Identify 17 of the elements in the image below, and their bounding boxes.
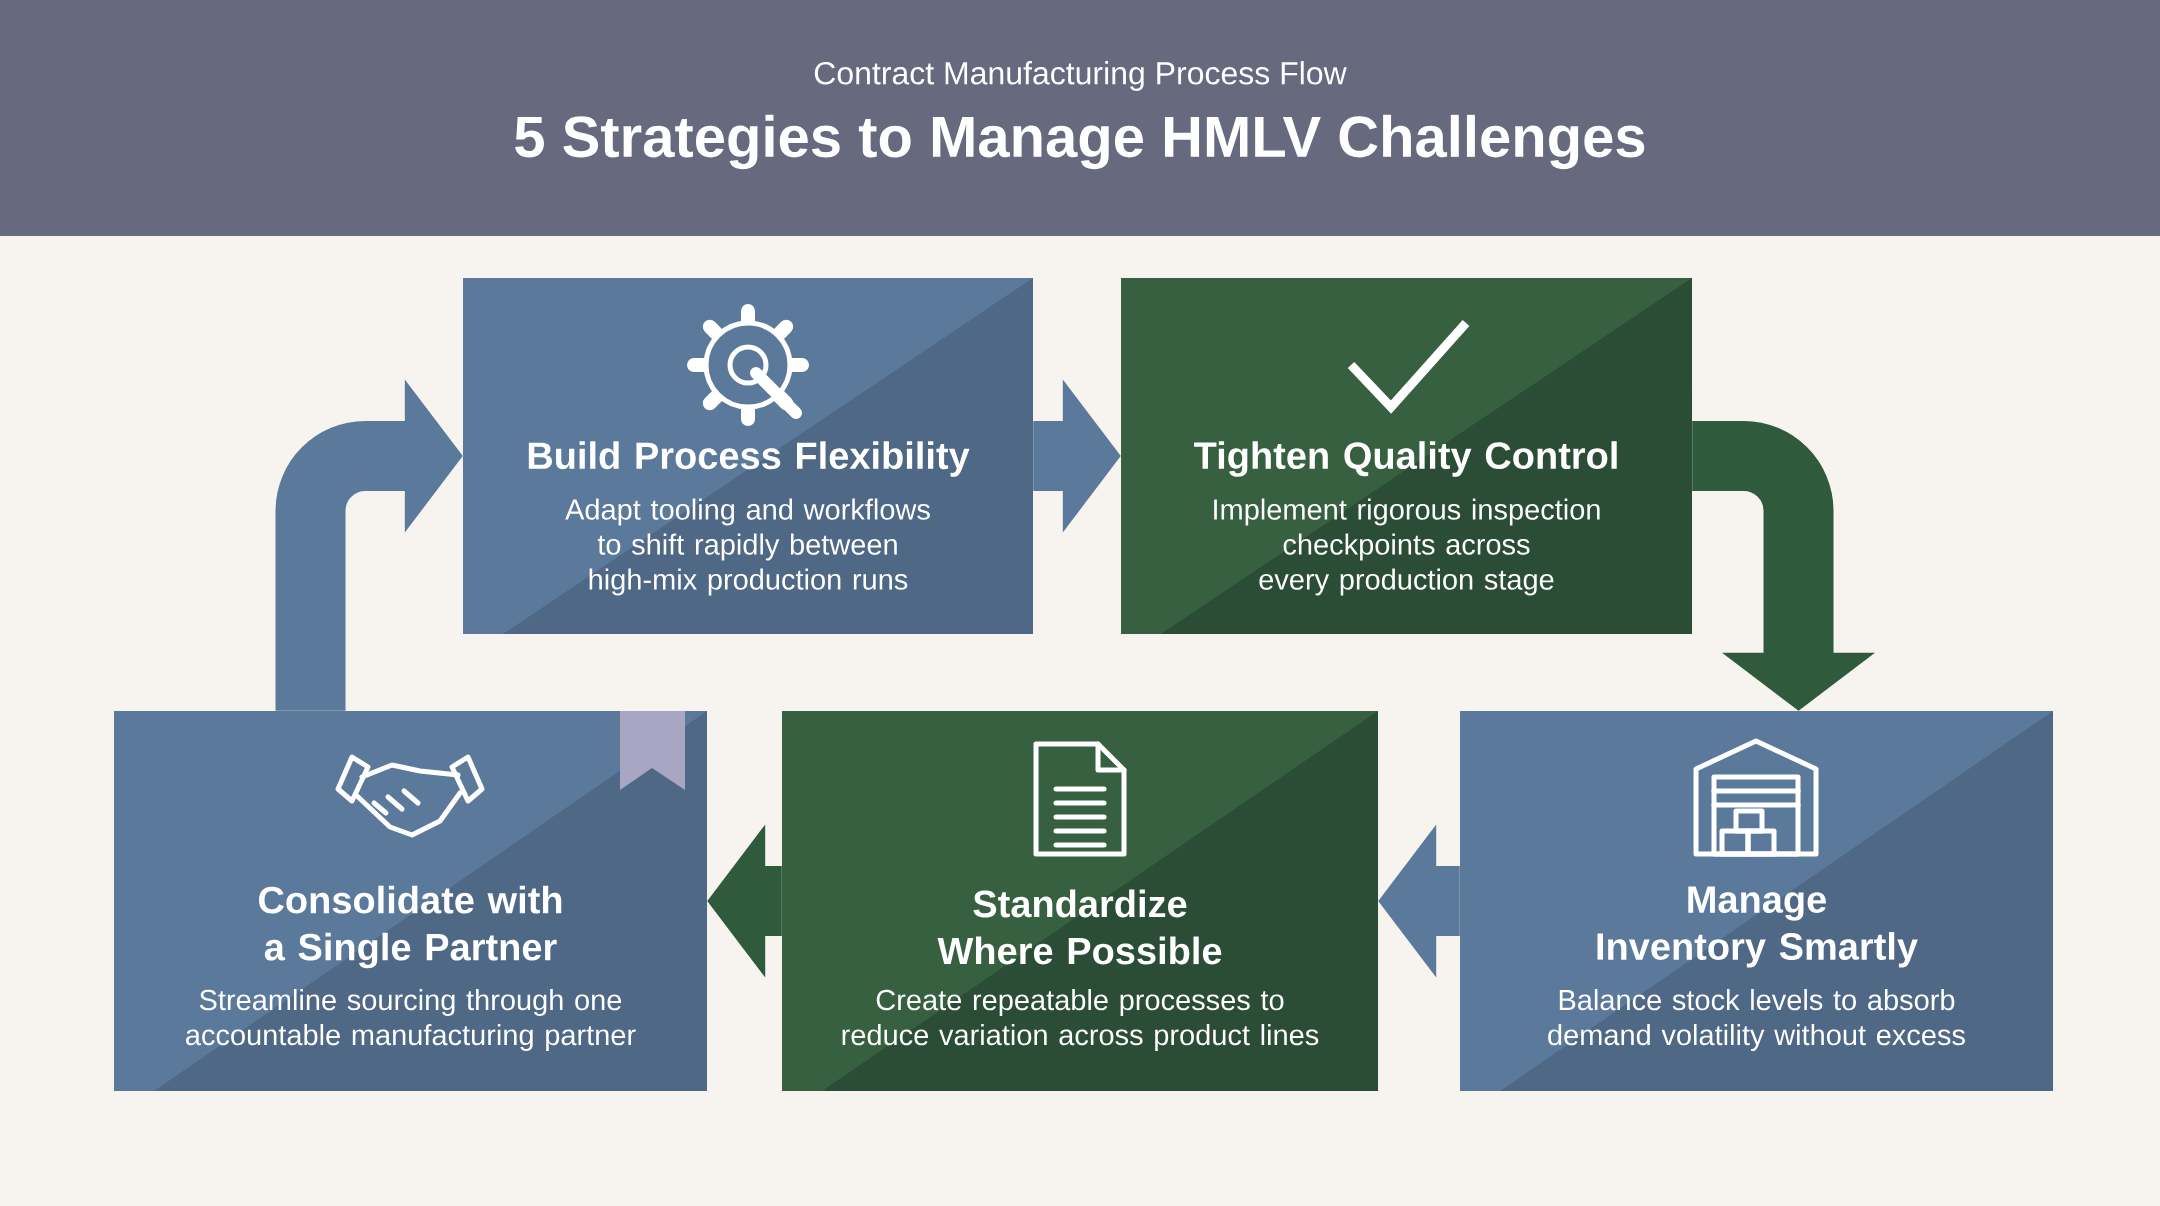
box-description: Create repeatable processes to reduce variation across product lines <box>842 989 1319 1051</box>
box-description: Implement rigorous inspection checkpoints across every production stage <box>1214 498 1600 596</box>
box-heading: Consolidate with a Single Partner <box>259 885 562 969</box>
title: 5 Strategies to Manage HMLV Challenges <box>515 114 1645 170</box>
process-box <box>1121 278 1692 634</box>
box-description: Adapt tooling and workflows to shift rapidly between high-mix production runs <box>565 498 930 596</box>
box-heading: Standardize Where Possible <box>937 889 1222 965</box>
box-heading: Build Process Flexibility <box>528 441 970 477</box>
process-box <box>114 711 707 1091</box>
process-box <box>1460 711 2053 1091</box>
process-box <box>463 278 1033 634</box>
box-description: Streamline sourcing through one accountable manufacturing partner <box>186 989 636 1051</box>
box-heading: Manage Inventory Smartly <box>1597 886 1918 968</box>
box-heading: Tighten Quality Control <box>1194 441 1617 477</box>
process-box <box>782 711 1378 1091</box>
box-description: Balance stock levels to absorb demand volatility without excess <box>1548 989 1965 1051</box>
subtitle: Contract Manufacturing Process Flow <box>814 61 1347 91</box>
